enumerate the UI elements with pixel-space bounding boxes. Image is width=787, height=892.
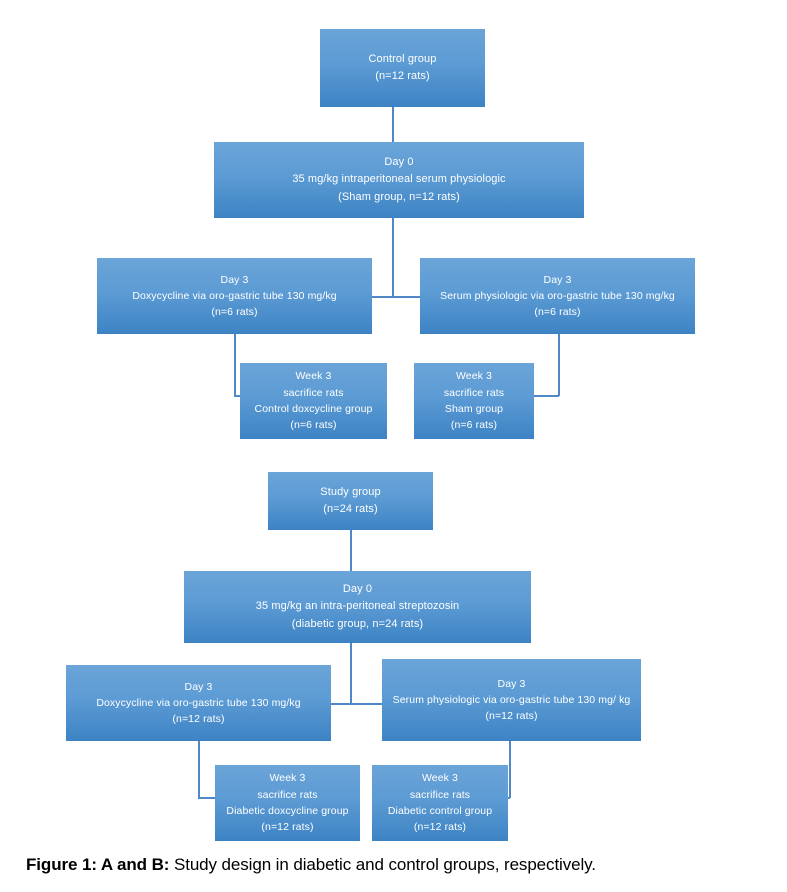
box-line: (n=6 rats) xyxy=(211,306,258,319)
connector-control-split-left xyxy=(371,296,393,298)
box-line: Day 3 xyxy=(184,680,213,693)
box-line: Doxycycline via oro-gastric tube 130 mg/… xyxy=(132,289,337,302)
box-line: (Sham group, n=12 rats) xyxy=(338,190,460,203)
box-line: Serum physiologic via oro-gastric tube 1… xyxy=(440,289,675,302)
figure-caption-label: Figure 1: A and B: xyxy=(26,855,170,874)
box-line: sacrifice rats xyxy=(257,788,318,801)
box-line: (n=12 rats) xyxy=(261,821,314,834)
box-line: Sham group xyxy=(444,403,504,415)
connector-study-split-left xyxy=(330,703,351,705)
box-study-week3-doxycycline: Week 3 sacrifice rats Diabetic doxcyclin… xyxy=(215,765,360,841)
box-line: (n=12 rats) xyxy=(375,70,430,82)
box-study-day3-serum: Day 3 Serum physiologic via oro-gastric … xyxy=(382,659,641,741)
box-line: Day 0 xyxy=(384,156,414,169)
box-control-week3-doxycycline: Week 3 sacrifice rats Control doxcycline… xyxy=(240,363,387,439)
box-line: Day 3 xyxy=(543,273,572,286)
box-line: Diabetic control group xyxy=(387,805,493,817)
box-line: Day 3 xyxy=(220,273,249,286)
box-line: Day 3 xyxy=(497,677,526,690)
box-line: Week 3 xyxy=(269,772,306,785)
box-line: 35 mg/kg intraperitoneal serum physiolog… xyxy=(292,173,506,186)
box-study-day3-doxycycline: Day 3 Doxycycline via oro-gastric tube 1… xyxy=(66,665,331,741)
connector-control-left-day3-drop xyxy=(234,334,236,396)
box-line: 35 mg/kg an intra-peritoneal streptozosi… xyxy=(255,600,460,613)
box-line: Week 3 xyxy=(455,370,492,383)
box-control-day0: Day 0 35 mg/kg intraperitoneal serum phy… xyxy=(214,142,584,218)
connector-study-day0-drop xyxy=(350,643,352,705)
box-line: Study group xyxy=(320,485,381,498)
box-line: Control group xyxy=(368,52,437,65)
box-line: Control doxcycline group xyxy=(254,403,373,415)
box-line: (n=12 rats) xyxy=(413,821,467,834)
connector-study-root-to-day0 xyxy=(350,530,352,571)
box-line: Week 3 xyxy=(421,772,458,785)
box-line: sacrifice rats xyxy=(283,386,344,399)
box-line: Doxycycline via oro-gastric tube 130 mg/… xyxy=(96,696,301,709)
box-line: (n=6 rats) xyxy=(290,419,337,432)
connector-control-root-to-day0 xyxy=(392,107,394,142)
connector-study-split-right xyxy=(350,703,383,705)
box-control-day3-doxycycline: Day 3 Doxycycline via oro-gastric tube 1… xyxy=(97,258,372,334)
box-line: Diabetic doxcycline group xyxy=(226,805,349,817)
box-study-week3-control: Week 3 sacrifice rats Diabetic control g… xyxy=(372,765,508,841)
box-line: Day 0 xyxy=(342,583,373,596)
box-study-day0: Day 0 35 mg/kg an intra-peritoneal strep… xyxy=(184,571,531,643)
box-control-day3-serum: Day 3 Serum physiologic via oro-gastric … xyxy=(420,258,695,334)
connector-control-day0-drop xyxy=(392,218,394,298)
box-line: (n=6 rats) xyxy=(450,419,498,432)
connector-study-right-day3-drop xyxy=(509,741,511,798)
box-line: Serum physiologic via oro-gastric tube 1… xyxy=(392,693,631,706)
box-line: (n=12 rats) xyxy=(172,713,225,726)
box-line: (n=12 rats) xyxy=(485,710,538,723)
connector-study-left-day3-drop xyxy=(198,741,200,798)
box-line: sacrifice rats xyxy=(443,386,505,399)
box-line: sacrifice rats xyxy=(409,788,471,801)
connector-control-right-day3-drop xyxy=(558,334,560,396)
box-line: (diabetic group, n=24 rats) xyxy=(291,617,424,630)
connector-control-right-into-week3 xyxy=(534,395,559,397)
figure-caption-text: Study design in diabetic and control gro… xyxy=(169,855,596,874)
box-line: Week 3 xyxy=(295,370,332,383)
connector-study-left-into-week3 xyxy=(198,797,216,799)
box-study-group: Study group (n=24 rats) xyxy=(268,472,433,530)
box-control-group: Control group (n=12 rats) xyxy=(320,29,485,107)
figure-caption: Figure 1: A and B: Study design in diabe… xyxy=(26,855,766,875)
box-line: (n=6 rats) xyxy=(534,306,581,319)
box-line: (n=24 rats) xyxy=(323,503,378,515)
connector-control-split-right xyxy=(392,296,421,298)
box-control-week3-sham: Week 3 sacrifice rats Sham group (n=6 ra… xyxy=(414,363,534,439)
